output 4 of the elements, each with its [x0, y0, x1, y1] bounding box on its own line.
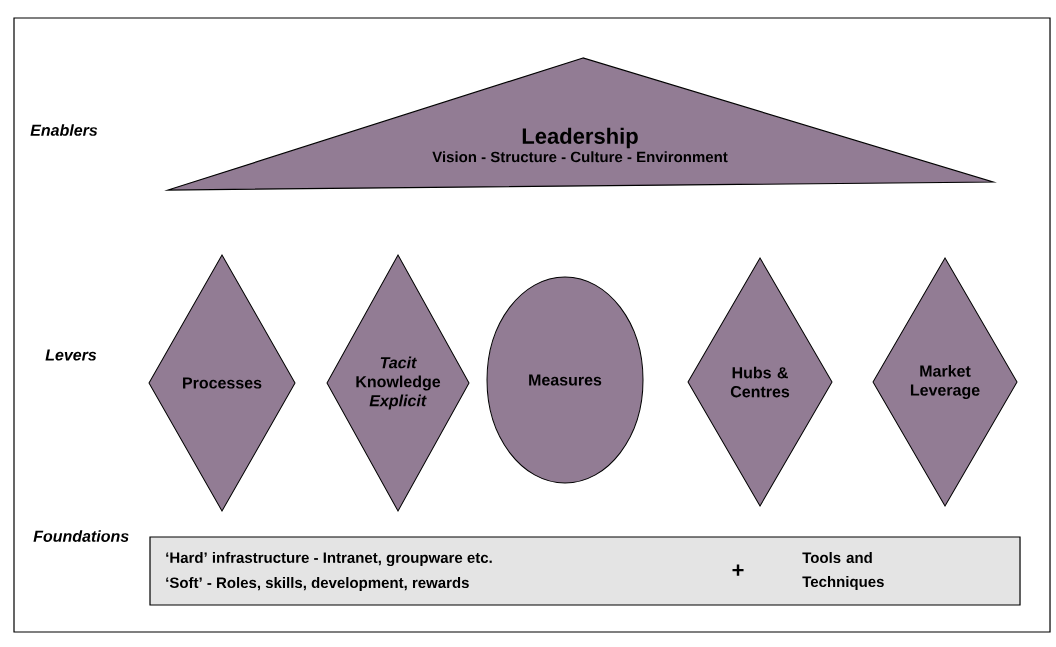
row-label: Enablers: [30, 124, 98, 136]
foundation-box: ‘Hard’ infrastructure - Intranet, groupware etc. ‘Soft’ - Roles, skills, development, rewards + Tools and Techniques: [149, 536, 1021, 606]
row-label: Foundations: [33, 530, 129, 542]
row-label: Levers: [45, 349, 97, 361]
